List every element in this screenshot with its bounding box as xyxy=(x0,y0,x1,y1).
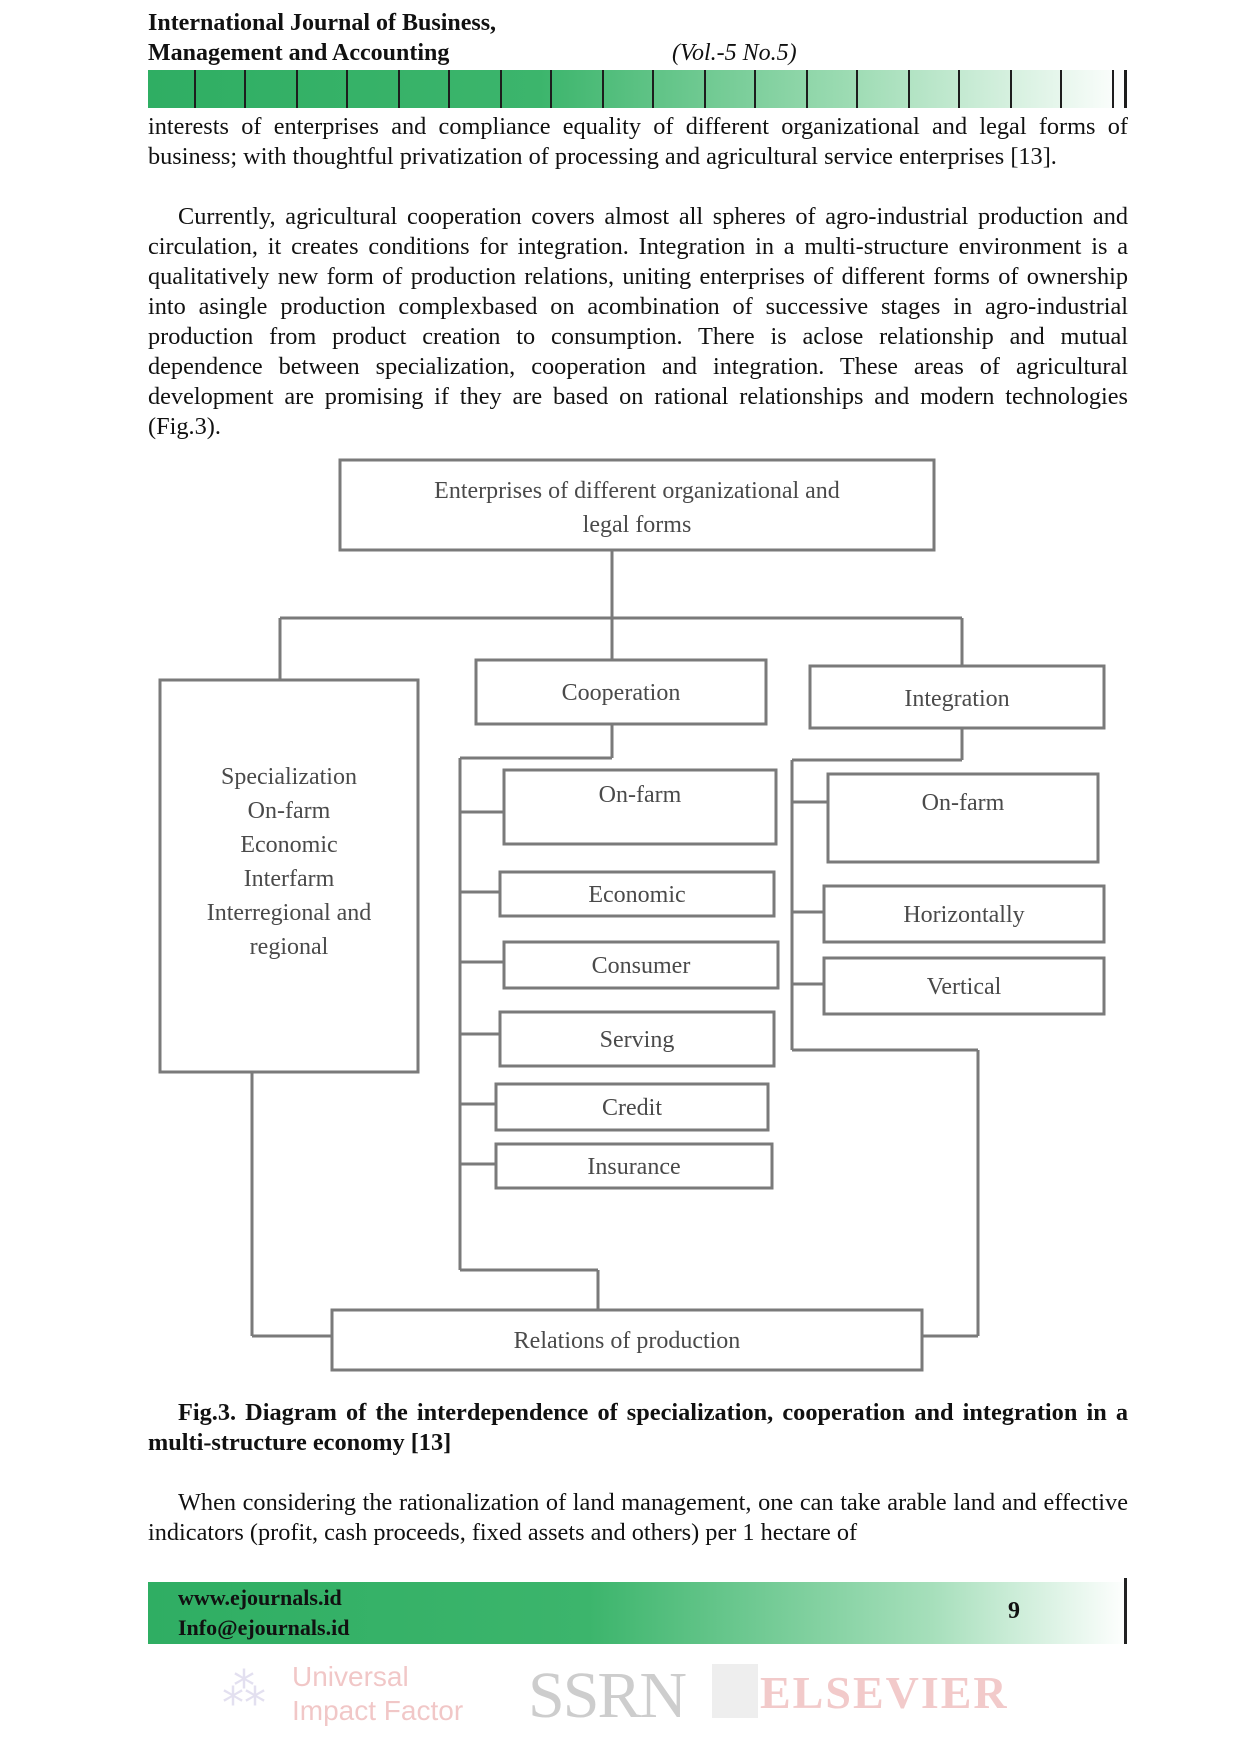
interdependence-diagram: Enterprises of different organizational … xyxy=(158,458,1106,1372)
integration-box xyxy=(808,664,1106,730)
specialization-line-4: Interfarm xyxy=(244,866,335,892)
ssrn-logo: SSRN xyxy=(528,1659,687,1732)
integ-vertical-label: Vertical xyxy=(927,974,1002,1000)
footer-decorative-bar xyxy=(148,1582,1128,1644)
volume-label: (Vol.-5 No.5) xyxy=(672,40,797,66)
specialization-box xyxy=(158,678,420,1074)
coop-serving-box xyxy=(498,1010,776,1068)
specialization-line-6: regional xyxy=(250,934,329,960)
specialization-line-2: On-farm xyxy=(248,798,331,824)
relations-of-production-label: Relations of production xyxy=(514,1328,741,1354)
coop-on-farm-box xyxy=(502,768,778,846)
header-decorative-bar xyxy=(148,70,1128,108)
specialization-line-5: Interregional and xyxy=(207,900,372,926)
integ-on-farm-box xyxy=(826,772,1100,864)
integ-horizontally-box xyxy=(822,884,1106,944)
top-box-label-line2: legal forms xyxy=(583,512,692,538)
integ-vertical-box xyxy=(822,956,1106,1016)
paragraph-3: When considering the rationalization of … xyxy=(148,1489,1128,1546)
footer-email-link[interactable]: Info@ejournals.id xyxy=(178,1615,350,1640)
top-box xyxy=(338,458,936,552)
cooperation-box xyxy=(474,658,768,726)
elsevier-logo: ELSEVIER xyxy=(760,1667,1009,1718)
elsevier-tree-icon xyxy=(712,1664,758,1718)
figure-caption: Fig.3. Diagram of the interdependence of… xyxy=(148,1399,1128,1456)
coop-insurance-label: Insurance xyxy=(587,1154,680,1180)
coop-on-farm-label: On-farm xyxy=(599,782,682,808)
specialization-line-1: Specialization xyxy=(221,764,357,790)
coop-credit-box xyxy=(494,1082,770,1132)
relations-of-production-box xyxy=(330,1308,924,1372)
journal-title-line1: International Journal of Business, xyxy=(148,10,497,36)
paragraph-1: interests of enterprises and compliance … xyxy=(148,113,1128,170)
universal-impact-factor-logo: Universal Impact Factor xyxy=(292,1660,463,1728)
uif-logo-line2: Impact Factor xyxy=(292,1695,464,1726)
uif-logo-line1: Universal xyxy=(292,1661,409,1692)
coop-consumer-label: Consumer xyxy=(592,953,691,979)
integration-label: Integration xyxy=(904,686,1009,712)
journal-title-line2: Management and Accounting xyxy=(148,40,450,66)
footer-website-link[interactable]: www.ejournals.id xyxy=(178,1585,342,1610)
journal-title: International Journal of Business, Manag… xyxy=(148,8,496,68)
coop-insurance-box xyxy=(494,1142,774,1190)
footer-divider xyxy=(1124,1578,1127,1644)
paragraph-2: Currently, agricultural cooperation cove… xyxy=(148,203,1128,440)
coop-serving-label: Serving xyxy=(600,1027,675,1053)
coop-economic-box xyxy=(498,870,776,918)
coop-economic-label: Economic xyxy=(588,882,685,908)
integ-horizontally-label: Horizontally xyxy=(903,902,1024,928)
page-number: 9 xyxy=(1008,1598,1020,1624)
cooperation-label: Cooperation xyxy=(562,680,681,706)
specialization-line-3: Economic xyxy=(240,832,337,858)
coop-credit-label: Credit xyxy=(602,1095,662,1121)
top-box-label-line1: Enterprises of different organizational … xyxy=(434,478,840,504)
universal-impact-factor-logo-icon: ⁂ xyxy=(222,1664,266,1715)
integ-on-farm-label: On-farm xyxy=(922,790,1005,816)
coop-consumer-box xyxy=(502,940,780,990)
